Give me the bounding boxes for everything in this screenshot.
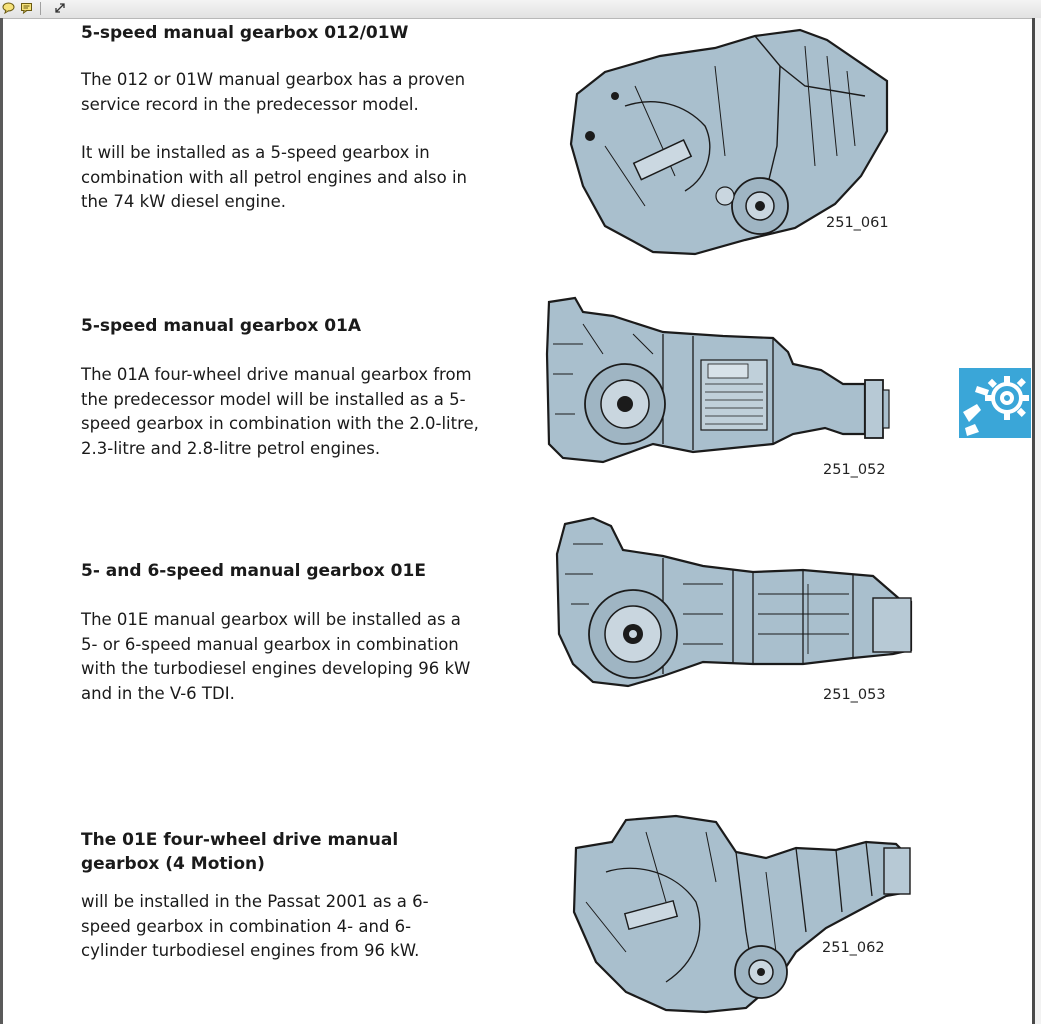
section-gearbox-01a: 5-speed manual gearbox 01A The 01A four-…	[81, 314, 481, 461]
gearbox-01e-4motion-illustration	[572, 814, 911, 1014]
chapter-tab[interactable]	[959, 368, 1031, 438]
gearbox-01e-illustration	[555, 516, 913, 688]
gearbox-012-01w-illustration	[569, 28, 889, 256]
viewer-toolbar	[0, 0, 1041, 19]
section-gearbox-01e: 5- and 6-speed manual gearbox 01E The 01…	[81, 559, 481, 706]
gearbox-01a-illustration	[545, 296, 890, 464]
expand-icon[interactable]	[52, 1, 67, 15]
section-paragraph: The 01A four-wheel drive manual gearbox …	[81, 365, 479, 458]
figure-label: 251_052	[823, 462, 886, 478]
section-paragraph: It will be installed as a 5-speed gearbo…	[81, 143, 468, 211]
viewer-margin	[1035, 18, 1041, 1024]
page-frame-right	[1032, 18, 1035, 1024]
section-gearbox-01e-4motion: The 01E four-wheel drive manual gearbox …	[81, 828, 461, 964]
note-icon[interactable]	[19, 1, 34, 15]
page-frame-left	[0, 18, 3, 1024]
section-heading: The 01E four-wheel drive manual gearbox …	[81, 830, 399, 874]
section-heading: 5-speed manual gearbox 01A	[81, 316, 362, 336]
figure-label: 251_053	[823, 687, 886, 703]
figure-label: 251_062	[822, 940, 885, 956]
section-paragraph: The 01E manual gearbox will be installed…	[81, 610, 471, 703]
section-paragraph: will be installed in the Passat 2001 as …	[81, 892, 429, 960]
gear-icon	[963, 376, 1029, 436]
figure-label: 251_061	[826, 215, 889, 231]
comment-icon[interactable]	[1, 1, 16, 15]
section-paragraph: The 012 or 01W manual gearbox has a prov…	[81, 70, 466, 114]
section-heading: 5- and 6-speed manual gearbox 01E	[81, 561, 426, 581]
section-gearbox-012-01w: 5-speed manual gearbox 012/01W The 012 o…	[81, 21, 481, 215]
section-heading: 5-speed manual gearbox 012/01W	[81, 23, 409, 43]
